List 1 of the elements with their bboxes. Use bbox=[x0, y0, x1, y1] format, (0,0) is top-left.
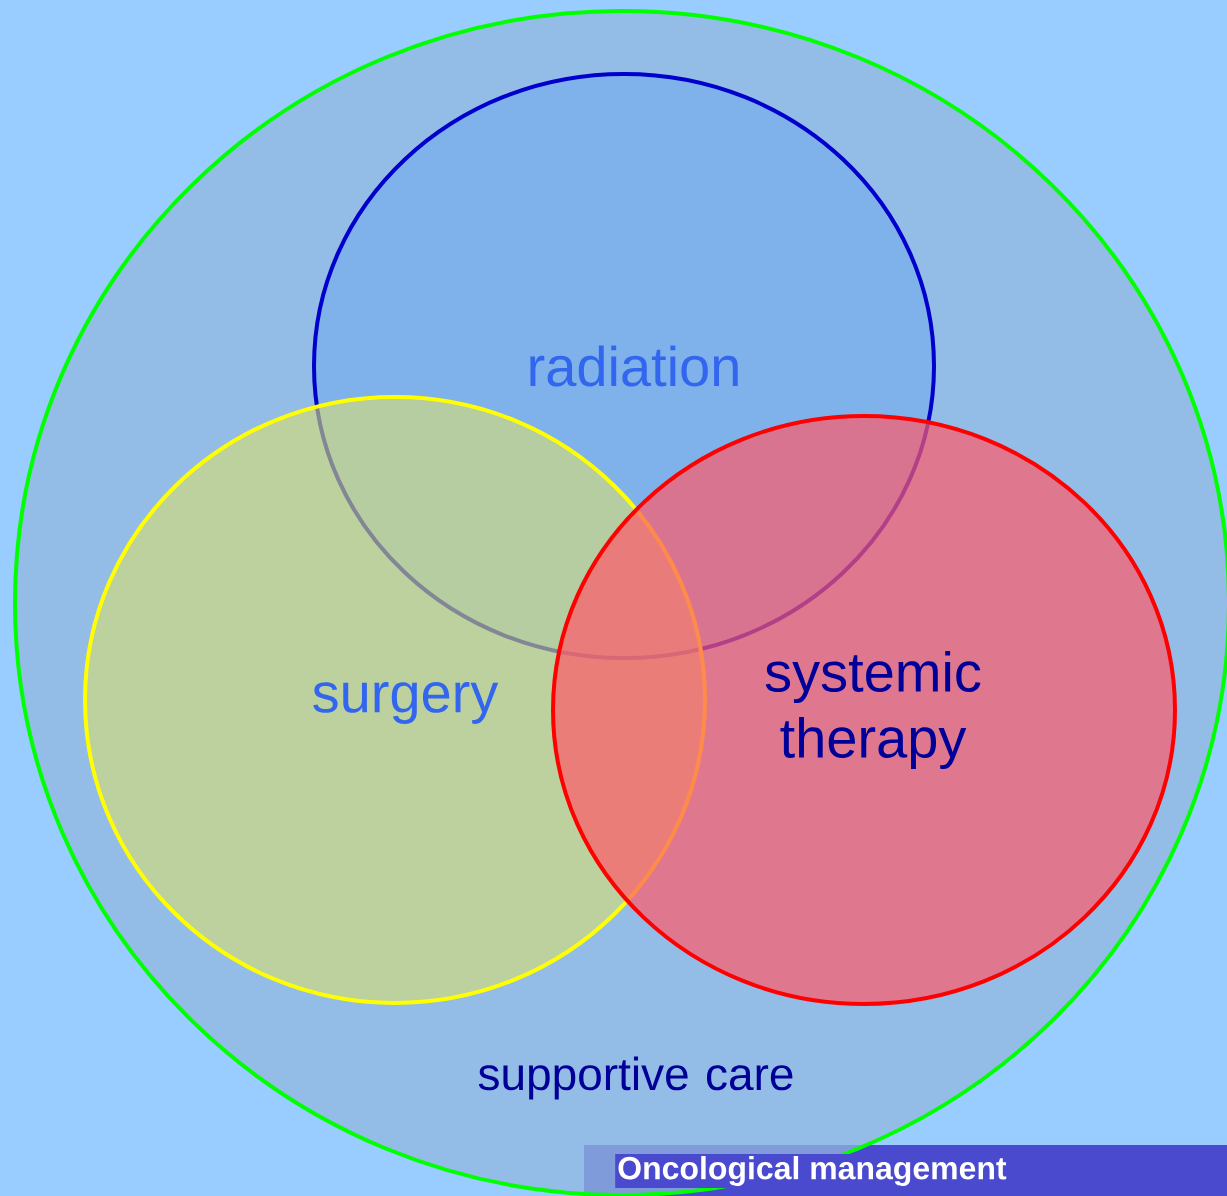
banner-title: Oncological management bbox=[615, 1154, 1009, 1188]
